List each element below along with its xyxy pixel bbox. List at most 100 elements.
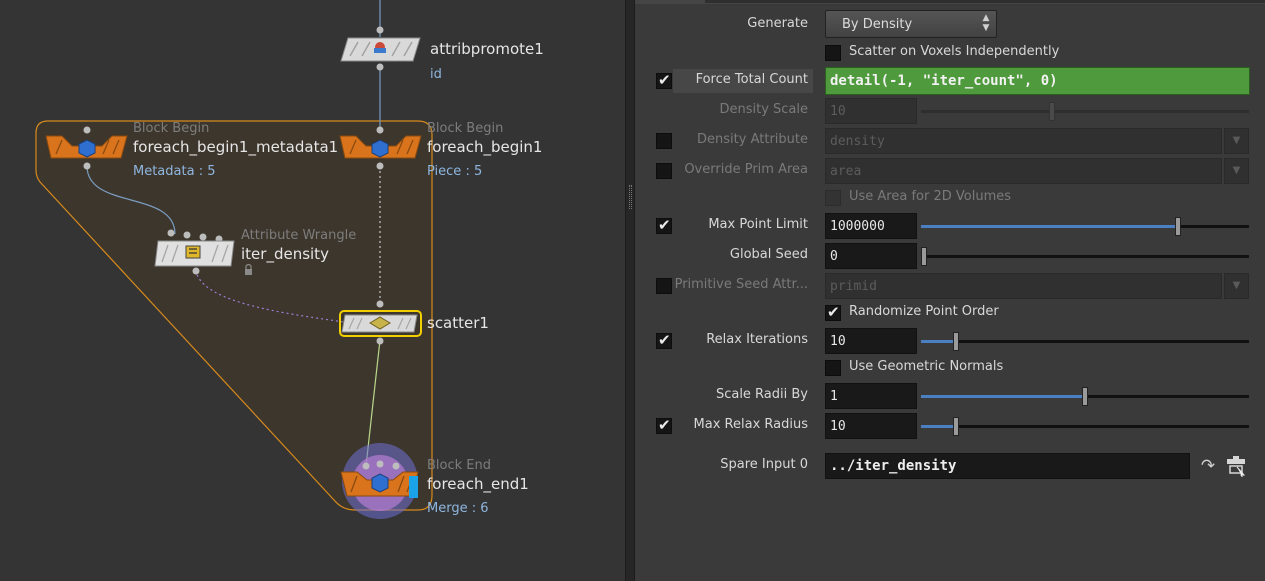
density-attr-dropdown-button[interactable]: ▼ [1224,128,1249,154]
scale-radii-field[interactable]: 1 [825,383,917,409]
density-attr-checkbox[interactable] [656,133,672,149]
randomize-checkbox[interactable] [825,303,841,321]
density-scale-label: Density Scale [719,102,808,117]
max-relax-slider-knob[interactable] [953,417,959,436]
use-area-2d-checkbox[interactable] [825,190,841,206]
prim-seed-dropdown-button[interactable]: ▼ [1224,273,1249,299]
randomize-row: Randomize Point Order [635,301,1265,325]
end-name[interactable]: foreach_end1 [427,475,529,493]
metadata-sub: Metadata : 5 [133,164,216,179]
scale-radii-slider-knob[interactable] [1082,387,1088,406]
max-relax-row: Max Relax Radius 10 [635,411,1265,441]
relax-iter-slider-fill [921,340,953,343]
pane-splitter[interactable] [625,0,635,581]
spare-input-label: Spare Input 0 [720,457,808,472]
max-point-limit-row: Max Point Limit 1000000 [635,211,1265,241]
max-point-limit-checkbox[interactable] [656,216,672,234]
relax-iter-row: Relax Iterations 10 [635,326,1265,356]
max-relax-label: Max Relax Radius [693,417,808,432]
lock-icon [245,263,252,275]
relax-iter-slider[interactable] [921,332,1249,351]
use-area-2d-label: Use Area for 2D Volumes [849,189,1012,204]
force-total-expression[interactable]: detail(-1, "iter_count", 0) [825,67,1250,95]
scatter-voxels-label: Scatter on Voxels Independently [849,44,1060,59]
prim-seed-label: Primitive Seed Attr... [674,277,808,292]
attribute-wrangle-node[interactable] [154,229,235,275]
param-tab-strip [635,0,1265,4]
parameter-pane: Generate By Density ▲▼ Scatter on Voxels… [635,0,1265,581]
chevron-down-icon: ▼ [1232,165,1241,176]
generate-value: By Density [842,17,913,32]
scatter-node[interactable] [339,300,422,345]
override-prim-label: Override Prim Area [684,162,808,177]
relax-iter-checkbox[interactable] [656,331,672,349]
prim-seed-field[interactable]: primid [825,273,1222,299]
geom-normals-row: Use Geometric Normals [635,356,1265,380]
metadata-name[interactable]: foreach_begin1_metadata1 [133,138,339,156]
begin-name[interactable]: foreach_begin1 [427,138,543,156]
max-relax-slider[interactable] [921,417,1249,436]
generate-dropdown[interactable]: By Density ▲▼ [825,10,997,38]
global-seed-field[interactable]: 0 [825,243,917,269]
override-prim-checkbox[interactable] [656,163,672,179]
foreach-end-node[interactable] [340,443,419,519]
max-point-limit-slider[interactable] [921,217,1249,236]
jump-to-operator-icon[interactable]: ↷ [1200,456,1216,476]
attribpromote-sub: id [430,67,442,82]
override-prim-field[interactable]: area [825,158,1222,184]
max-point-limit-field[interactable]: 1000000 [825,213,917,239]
density-scale-field[interactable]: 10 [825,98,917,124]
scatter-name[interactable]: scatter1 [427,314,489,332]
spare-input-row: Spare Input 0 ../iter_density ↷ [635,451,1265,481]
scatter-voxels-row: Scatter on Voxels Independently [635,41,1265,65]
force-total-row: Force Total Count detail(-1, "iter_count… [635,66,1265,96]
max-point-limit-label: Max Point Limit [708,217,808,232]
global-seed-label: Global Seed [729,247,808,262]
network-editor[interactable]: attribpromote1 id Block Begin foreach_be… [0,0,625,581]
density-scale-row: Density Scale 10 [635,96,1265,126]
prim-seed-row: Primitive Seed Attr... primid ▼ [635,271,1265,301]
param-tab[interactable] [635,0,705,3]
begin-type: Block Begin [427,121,504,136]
force-total-checkbox[interactable] [656,71,672,89]
foreach-begin-node[interactable] [339,126,422,170]
foreach-block-outline [35,120,433,511]
scatter-voxels-checkbox[interactable] [825,45,841,61]
force-total-label: Force Total Count [695,72,808,87]
node-chooser-icon[interactable] [1225,455,1247,479]
begin-sub: Piece : 5 [427,164,483,179]
density-scale-slider[interactable] [921,102,1249,121]
scale-radii-row: Scale Radii By 1 [635,381,1265,411]
splitter-grip[interactable] [629,185,632,209]
max-relax-field[interactable]: 10 [825,413,917,439]
node-chooser-glyph [1227,456,1246,479]
scale-radii-slider[interactable] [921,387,1249,406]
use-area-2d-row: Use Area for 2D Volumes [635,186,1265,210]
attribpromote-node[interactable] [340,26,421,71]
spare-input-field[interactable]: ../iter_density [825,453,1190,479]
prim-seed-checkbox[interactable] [656,278,672,294]
scale-radii-label: Scale Radii By [715,387,808,402]
relax-iter-field[interactable]: 10 [825,328,917,354]
attribpromote-name[interactable]: attribpromote1 [430,40,544,58]
end-type: Block End [427,458,491,473]
global-seed-row: Global Seed 0 [635,241,1265,271]
max-relax-checkbox[interactable] [656,416,672,434]
geom-normals-checkbox[interactable] [825,360,841,376]
chevron-down-icon: ▼ [1232,135,1241,146]
global-seed-slider[interactable] [921,247,1249,266]
randomize-label: Randomize Point Order [849,304,999,319]
override-prim-dropdown-button[interactable]: ▼ [1224,158,1249,184]
network-canvas[interactable] [0,0,625,581]
relax-iter-slider-knob[interactable] [953,332,959,351]
wrangle-name[interactable]: iter_density [241,245,329,263]
density-scale-slider-knob[interactable] [1049,102,1055,121]
max-point-limit-slider-knob[interactable] [1175,217,1181,236]
global-seed-slider-knob[interactable] [921,247,927,266]
geom-normals-label: Use Geometric Normals [849,359,1004,374]
density-attr-field[interactable]: density [825,128,1222,154]
wrangle-type: Attribute Wrangle [241,228,357,243]
foreach-begin-metadata-node[interactable] [45,126,128,170]
density-attr-label: Density Attribute [697,132,808,147]
density-attr-row: Density Attribute density ▼ [635,126,1265,156]
